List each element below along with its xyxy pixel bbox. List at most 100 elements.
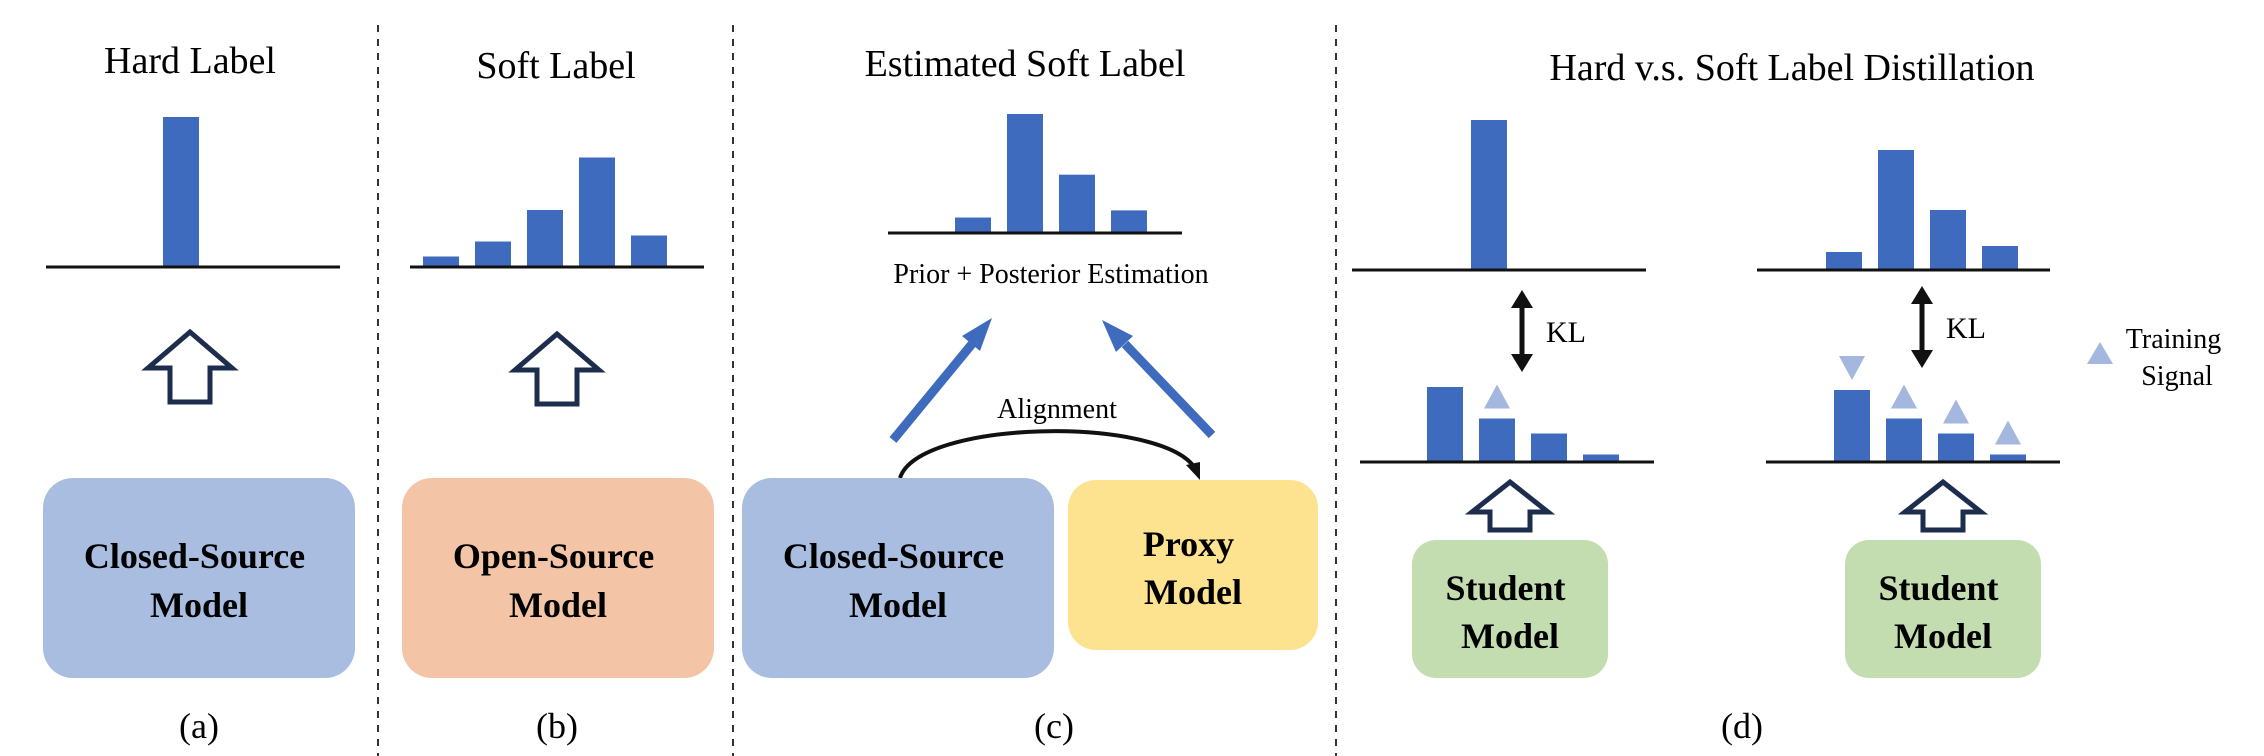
legend-line-2: Signal xyxy=(2141,361,2213,392)
bar xyxy=(1878,150,1914,270)
kl-arrow-head-bottom xyxy=(1511,354,1533,372)
panel-b-bars xyxy=(423,157,667,267)
box-line-2: Model xyxy=(1894,616,1992,656)
panel-a-bar-chart xyxy=(46,117,340,269)
bar xyxy=(1583,454,1619,462)
hard-teacher-bars xyxy=(1471,120,1507,270)
bar xyxy=(1007,114,1043,233)
box-line-1: Closed-Source xyxy=(84,536,305,576)
closed-source-model-label: Closed-Source Model xyxy=(84,536,314,625)
hard-student-chart xyxy=(1360,384,1654,464)
alignment-label: Alignment xyxy=(997,394,1117,425)
left-diagonal-arrow-shaft xyxy=(889,341,976,443)
outline-up-arrow-icon xyxy=(508,330,606,407)
closed-source-model-box xyxy=(43,478,355,678)
panel-d-caption: (d) xyxy=(1721,706,1763,746)
triangle-marker-icon xyxy=(1839,356,1865,380)
bar xyxy=(1834,390,1870,462)
bar xyxy=(1111,210,1147,233)
box-line-1: Proxy xyxy=(1143,524,1234,564)
bar xyxy=(527,210,563,267)
student-model-label: Student Model xyxy=(1878,568,2007,656)
bar xyxy=(475,241,511,267)
blue-diagonal-arrow-icon xyxy=(1102,320,1216,439)
bar xyxy=(423,256,459,267)
box-line-2: Model xyxy=(509,585,607,625)
student-model-box-hard xyxy=(1412,540,1608,678)
box-line-1: Student xyxy=(1878,568,1998,608)
proxy-model-box xyxy=(1068,480,1318,650)
triangle-marker-icon xyxy=(1891,384,1917,409)
soft-student-chart xyxy=(1766,356,2060,464)
panel-b-bar-chart xyxy=(410,157,704,269)
kl-arrow-head-top xyxy=(1911,286,1933,304)
bar xyxy=(1938,433,1974,462)
bar xyxy=(1479,418,1515,462)
triangle-marker-icon xyxy=(1943,399,1969,424)
bar xyxy=(1531,433,1567,462)
legend-line-1: Training xyxy=(2126,324,2221,355)
hard-teacher-chart xyxy=(1352,120,1646,272)
proxy-model-label: Proxy Model xyxy=(1143,524,1243,612)
right-diagonal-arrow-shaft xyxy=(1121,340,1216,439)
left-diagonal-arrow-head xyxy=(962,318,992,351)
box-line-2: Model xyxy=(1461,616,1559,656)
soft-teacher-chart xyxy=(1757,150,2050,272)
panel-c-bars xyxy=(955,114,1147,233)
panel-c-bar-chart xyxy=(888,114,1182,235)
kl-arrow-head-top xyxy=(1511,290,1533,308)
panel-c: Estimated Soft Label Prior + Posterior E… xyxy=(742,43,1318,746)
bar xyxy=(1982,246,2018,270)
bar xyxy=(579,157,615,267)
bar xyxy=(1059,174,1095,233)
panel-c-title: Estimated Soft Label xyxy=(865,43,1186,85)
bar xyxy=(1990,454,2026,462)
panel-b: Soft Label Open-Source Model (b) xyxy=(402,45,714,746)
box-line-2: Model xyxy=(1144,572,1242,612)
bar xyxy=(1427,387,1463,462)
blue-diagonal-arrow-icon xyxy=(889,318,992,443)
panel-a-caption: (a) xyxy=(179,706,219,746)
bar xyxy=(1930,210,1966,270)
outline-up-arrow-icon xyxy=(1464,478,1556,533)
bar xyxy=(1826,252,1862,270)
bar xyxy=(631,235,667,267)
student-model-box-soft xyxy=(1845,540,2041,678)
bar xyxy=(955,217,991,233)
soft-student-bars xyxy=(1834,356,2026,462)
closed-source-model-box xyxy=(742,478,1054,678)
panel-a: Hard Label Closed-Source Model (a) xyxy=(43,40,355,746)
panel-c-caption: (c) xyxy=(1034,706,1074,746)
panel-d-title: Hard v.s. Soft Label Distillation xyxy=(1549,47,2034,89)
triangle-marker-icon xyxy=(2087,342,2113,364)
panel-dividers xyxy=(377,25,1337,756)
panel-b-caption: (b) xyxy=(536,706,578,746)
box-line-1: Student xyxy=(1445,568,1565,608)
right-diagonal-arrow-head xyxy=(1102,320,1133,352)
closed-source-model-label: Closed-Source Model xyxy=(783,536,1013,625)
panel-a-title: Hard Label xyxy=(104,40,276,82)
bar xyxy=(1886,418,1922,462)
triangle-marker-icon xyxy=(1995,420,2021,445)
open-source-model-box xyxy=(402,478,714,678)
hard-student-bars xyxy=(1427,384,1619,462)
kl-label-hard: KL xyxy=(1546,316,1586,349)
double-headed-arrow-icon xyxy=(1511,290,1533,372)
box-line-2: Model xyxy=(150,585,248,625)
panel-a-bars xyxy=(163,117,199,267)
triangle-marker-icon xyxy=(1484,384,1510,409)
soft-teacher-bars xyxy=(1826,150,2018,270)
double-headed-arrow-icon xyxy=(1911,286,1933,368)
kl-label-soft: KL xyxy=(1946,312,1986,345)
panel-b-title: Soft Label xyxy=(476,45,635,87)
legend-label: Training Signal xyxy=(2126,324,2228,392)
alignment-arrow-head xyxy=(1186,462,1200,480)
outline-up-arrow-icon xyxy=(1897,478,1989,533)
bar xyxy=(1471,120,1507,270)
training-signal-legend: Training Signal xyxy=(2087,324,2228,392)
box-line-2: Model xyxy=(849,585,947,625)
kl-arrow-head-bottom xyxy=(1911,350,1933,368)
open-source-model-label: Open-Source Model xyxy=(453,536,663,625)
panel-d: Hard v.s. Soft Label Distillation KL Stu… xyxy=(1352,47,2228,746)
